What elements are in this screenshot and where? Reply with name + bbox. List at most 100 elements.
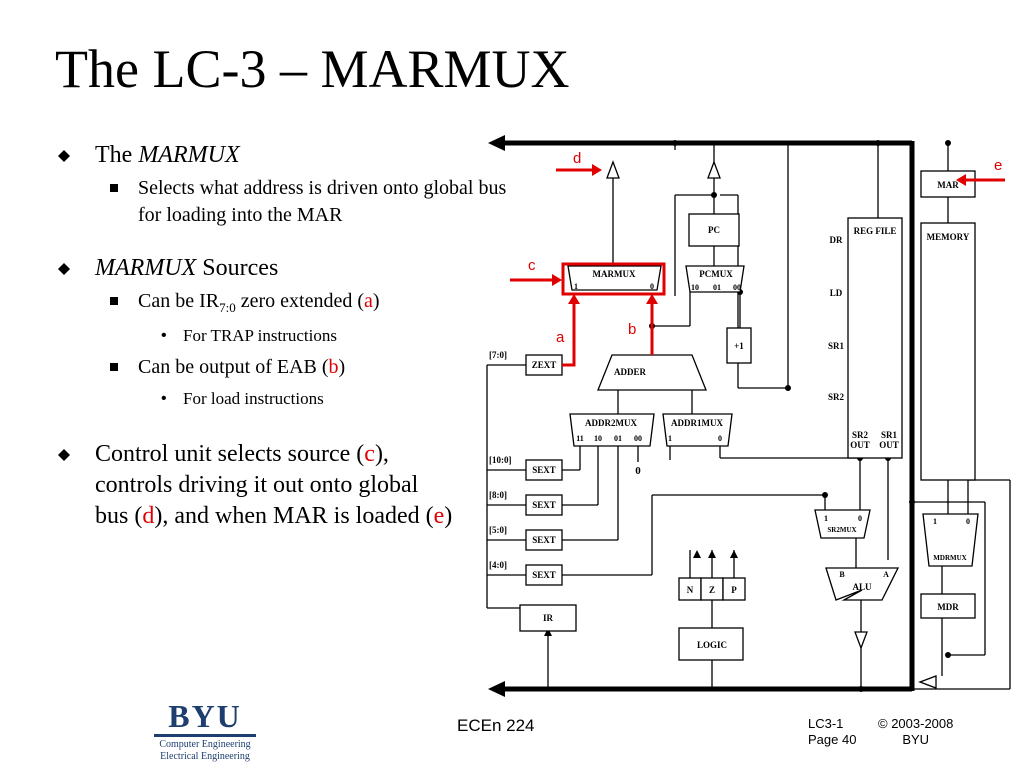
port-sr2out: SR2 (852, 430, 869, 440)
marmux-label: MARMUX (593, 269, 636, 279)
bullet-marmux-sources: MARMUX Sources (58, 253, 528, 284)
mdr-block (920, 593, 976, 619)
port-sr1: SR1 (828, 341, 845, 351)
pcmux-in-01: 01 (713, 283, 721, 292)
addr2mux-in-00: 00 (634, 434, 642, 443)
sr2mux-in-0: 0 (858, 514, 862, 523)
addr2mux-in-01: 01 (614, 434, 622, 443)
alu-in-a: A (883, 570, 889, 579)
p-label: P (731, 585, 737, 595)
annotation-d: d (573, 150, 581, 167)
logic-label: LOGIC (697, 640, 727, 650)
slide-title: The LC-3 – MARMUX (55, 39, 570, 99)
alu-shape (825, 567, 900, 601)
page-label: LC3-1 Page 40 (808, 716, 857, 747)
dot-bullet-icon: • (161, 327, 167, 344)
sext-label-4: SEXT (532, 570, 556, 580)
irfield-10-0: [10:0] (489, 455, 512, 465)
sext-block-4 (525, 564, 563, 586)
sext-label-2: SEXT (532, 500, 556, 510)
course-label: ECEn 224 (457, 716, 535, 735)
square-bullet-icon (110, 297, 118, 305)
logo-divider (154, 734, 256, 737)
sub-bullet-ir: Can be IR7:0 zero extended (a) (58, 288, 528, 321)
ir-block (519, 604, 577, 632)
addr2mux-label: ADDR2MUX (585, 418, 637, 428)
port-ld: LD (830, 288, 843, 298)
pcmux-label: PCMUX (699, 269, 733, 279)
bullet-control-unit: Control unit selects source (c), control… (58, 439, 455, 532)
alu-label: ALU (852, 582, 872, 592)
adder-label: ADDER (614, 367, 647, 377)
mdrmux-in-0: 0 (966, 517, 970, 526)
dept-line-1: Computer Engineering (159, 739, 251, 750)
copyright: © 2003-2008 BYU (878, 716, 954, 747)
const-zero-label: 0 (635, 465, 641, 477)
port-sr1out: SR1 (881, 430, 898, 440)
pc-block (688, 213, 740, 247)
marmux-in-0: 0 (650, 282, 654, 291)
ir-label: IR (543, 613, 554, 623)
n-label: N (687, 585, 694, 595)
bullet-marmux: The MARMUX (58, 140, 528, 171)
lc3-datapath-diagram: MAR MEMORY REG FILE PC PCMUX MARMUX +1 A… (486, 135, 1011, 697)
irfield-4-0: [4:0] (489, 560, 507, 570)
p-flag (722, 577, 746, 601)
square-bullet-icon (110, 184, 118, 192)
irfield-5-0: [5:0] (489, 525, 507, 535)
marmux-highlight (561, 262, 666, 296)
port-dr: DR (830, 235, 843, 245)
plus1-block (726, 327, 752, 364)
mdr-label: MDR (937, 602, 959, 612)
sext-label-3: SEXT (532, 535, 556, 545)
port-sr2out-b: OUT (850, 440, 870, 450)
memory-label: MEMORY (927, 232, 970, 242)
addr2mux-in-10: 10 (594, 434, 602, 443)
regfile-block (847, 217, 903, 459)
marmux-in-1: 1 (574, 282, 578, 291)
port-sr2: SR2 (828, 392, 845, 402)
sr2mux-shape (814, 509, 871, 539)
marmux-shape (567, 265, 662, 291)
addr1mux-shape (662, 413, 733, 447)
mar-label: MAR (937, 180, 959, 190)
annotation-b: b (628, 321, 636, 338)
plus1-label: +1 (734, 341, 744, 351)
sub-bullet-selects: Selects what address is driven onto glob… (58, 175, 528, 229)
annotation-a: a (556, 329, 565, 346)
memory-block (920, 222, 976, 481)
mdrmux-in-1: 1 (933, 517, 937, 526)
zext-label: ZEXT (532, 360, 557, 370)
annotation-e: e (994, 157, 1002, 174)
diamond-bullet-icon (58, 263, 70, 275)
addr1mux-in-0: 0 (718, 434, 722, 443)
byu-logo: BYU Computer Engineering Electrical Engi… (150, 700, 260, 763)
sext-label-1: SEXT (532, 465, 556, 475)
logic-block (678, 627, 744, 661)
addr1mux-label: ADDR1MUX (671, 418, 723, 428)
diamond-bullet-icon (58, 449, 70, 461)
diamond-bullet-icon (58, 150, 70, 162)
pcmux-in-10: 10 (691, 283, 699, 292)
pcmux-shape (685, 265, 745, 293)
irfield-8-0: [8:0] (489, 490, 507, 500)
sr2mux-label: SR2MUX (827, 526, 856, 534)
annotation-c: c (528, 257, 536, 274)
adder-shape (597, 354, 707, 391)
port-sr1out-b: OUT (879, 440, 899, 450)
dot-bullet-icon: • (161, 390, 167, 407)
dept-line-2: Electrical Engineering (160, 751, 250, 762)
pcmux-in-00: 00 (733, 283, 741, 292)
addr2mux-in-11: 11 (576, 434, 584, 443)
addr1mux-in-1: 1 (668, 434, 672, 443)
irfield-7-0: [7:0] (489, 350, 507, 360)
sub-bullet-eab: Can be output of EAB (b) (58, 354, 528, 381)
detail-trap: • For TRAP instructions (58, 324, 528, 348)
detail-load: • For load instructions (58, 387, 528, 411)
pc-label: PC (708, 225, 720, 235)
addr2mux-shape (569, 413, 655, 447)
mdrmux-label: MDRMUX (933, 554, 966, 562)
mdrmux-shape (922, 513, 979, 567)
sext-block-1 (525, 459, 563, 481)
sext-block-3 (525, 529, 563, 551)
